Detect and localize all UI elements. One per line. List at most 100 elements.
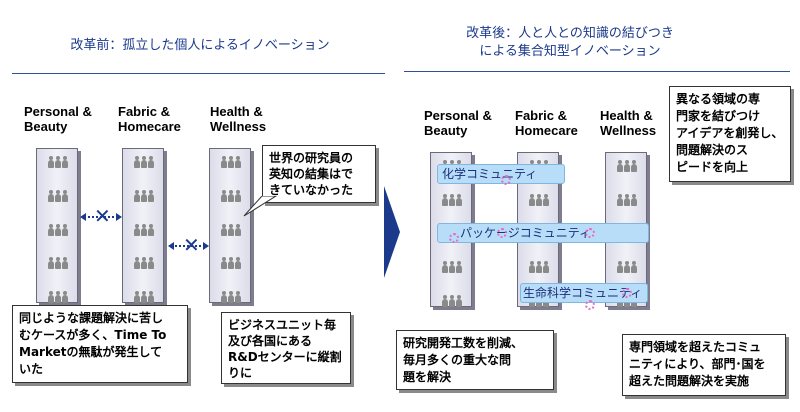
researcher-group-icon [221,224,241,236]
transition-arrow [384,186,400,278]
connection-node [501,175,511,185]
person-icon [55,291,61,303]
person-icon [62,291,68,303]
before-division-fabric: Fabric &Homecare [118,104,181,134]
silo-block-x-icon: ✕ [183,233,200,257]
person-icon [529,194,535,206]
after-division-fabric: Fabric &Homecare [515,108,578,138]
community-chemistry: 化学コミュニティ [437,164,565,184]
person-icon [141,291,147,303]
person-icon [456,194,462,206]
person-icon [536,194,542,206]
community-package: パッケージコミュニティ [437,223,649,243]
researcher-group-icon [48,156,68,168]
person-icon [148,224,154,236]
person-icon [134,257,140,269]
before-note-right: ビジネスユニット毎 及び各国にある R&Dセンターに縦割 りに [221,312,351,384]
silo-arrow-1 [84,216,118,218]
person-icon [228,224,234,236]
person-icon [543,194,549,206]
researcher-group-icon [221,257,241,269]
person-icon [235,156,241,168]
person-icon [442,261,448,273]
researcher-group-icon [529,261,549,273]
person-icon [55,190,61,202]
researcher-group-icon [48,224,68,236]
person-icon [235,291,241,303]
researcher-group-icon [48,291,68,303]
researcher-group-icon [134,156,154,168]
person-icon [62,257,68,269]
person-icon [55,156,61,168]
person-icon [221,257,227,269]
silo-arrowhead-1a [80,213,86,221]
person-icon [141,190,147,202]
person-icon [221,190,227,202]
person-icon [617,160,623,172]
person-icon [134,291,140,303]
person-icon [62,156,68,168]
researcher-group-icon [134,224,154,236]
person-icon [442,194,448,206]
researcher-group-icon [134,257,154,269]
after-note-left: 研究開発工数を削減、 毎月多くの重大な問 題を解決 [396,330,554,390]
person-icon [148,156,154,168]
connection-node [622,288,632,298]
person-icon [529,261,535,273]
person-icon [148,190,154,202]
person-icon [48,156,54,168]
person-icon [235,257,241,269]
silo-arrowhead-2a [168,242,174,250]
person-icon [141,257,147,269]
connection-node [585,300,595,310]
person-icon [624,194,630,206]
person-icon [624,261,630,273]
person-icon [48,224,54,236]
person-icon [148,257,154,269]
before-division-health: Health &Wellness [210,104,267,134]
silo-arrowhead-2b [203,242,209,250]
after-heading-line2: による集合知型イノベーション [479,44,661,59]
after-division-health: Health &Wellness [600,108,657,138]
researcher-group-icon [48,190,68,202]
after-callout: 異なる領域の専 門家を結びつけ アイデアを創発し、 問題解決のス ピードを向上 [669,86,791,182]
person-icon [235,190,241,202]
researcher-group-icon [48,257,68,269]
person-icon [148,291,154,303]
person-icon [134,190,140,202]
person-icon [456,295,462,307]
person-icon [141,156,147,168]
researcher-group-icon [442,295,462,307]
connection-node [497,228,507,238]
before-division-personal: Personal &Beauty [24,104,92,134]
before-note-left: 同じような課題解決に苦し むケースが多く、Time To Marketの無駄が発… [12,305,188,383]
researcher-group-icon [221,291,241,303]
person-icon [221,224,227,236]
before-heading-rule [12,73,385,74]
researcher-group-icon [617,261,637,273]
researcher-group-icon [617,160,637,172]
person-icon [617,194,623,206]
person-icon [48,190,54,202]
person-icon [543,261,549,273]
person-icon [221,156,227,168]
researcher-group-icon [221,190,241,202]
after-heading-line1: 改革後：人と人との知識の結びつき [466,26,674,41]
community-life-science: 生命科学コミュニティ [520,283,648,303]
researcher-group-icon [442,194,462,206]
researcher-group-icon [442,261,462,273]
person-icon [449,261,455,273]
person-icon [442,295,448,307]
researcher-group-icon [134,190,154,202]
before-callout-pointer [243,196,277,217]
person-icon [631,160,637,172]
person-icon [631,261,637,273]
person-icon [617,261,623,273]
after-heading-rule [404,71,790,72]
before-callout: 世界の研究員の 英知の結集はで きていなかった [262,145,376,203]
person-icon [62,190,68,202]
person-icon [228,190,234,202]
before-heading: 改革前：孤立した個人によるイノベーション [70,38,330,53]
person-icon [221,291,227,303]
person-icon [228,291,234,303]
